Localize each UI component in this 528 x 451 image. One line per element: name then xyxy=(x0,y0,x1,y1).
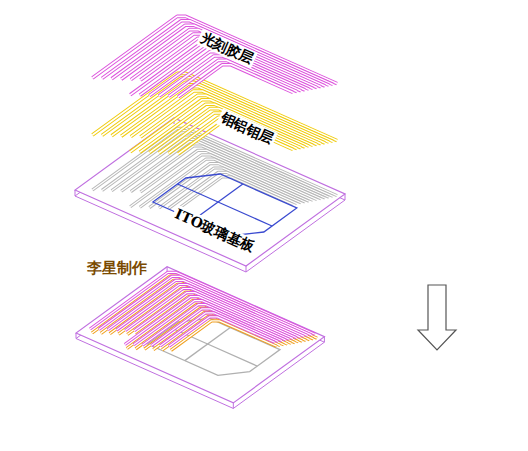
plate-edge xyxy=(233,403,234,409)
plate-edge xyxy=(324,337,325,343)
trace xyxy=(169,317,275,346)
down-arrow xyxy=(418,285,456,350)
trace xyxy=(159,168,301,208)
trace xyxy=(159,168,301,208)
plate-edge xyxy=(75,190,76,196)
trace xyxy=(151,309,282,346)
author-note: 李星制作 xyxy=(85,259,149,277)
trace xyxy=(160,313,278,346)
trace xyxy=(169,60,297,96)
trace xyxy=(178,65,293,97)
ito-pattern xyxy=(185,328,231,361)
trace xyxy=(151,309,282,346)
trace xyxy=(178,177,293,209)
trace xyxy=(169,317,275,346)
trace xyxy=(178,65,293,97)
trace xyxy=(160,313,278,346)
trace xyxy=(159,56,301,96)
layer-drawing xyxy=(75,16,345,408)
plate-edge xyxy=(246,266,247,272)
plate-edge xyxy=(76,333,77,339)
trace xyxy=(159,56,301,96)
trace xyxy=(178,177,293,209)
plate-edge xyxy=(345,194,346,200)
trace xyxy=(169,60,297,96)
glass-plate xyxy=(76,267,324,403)
